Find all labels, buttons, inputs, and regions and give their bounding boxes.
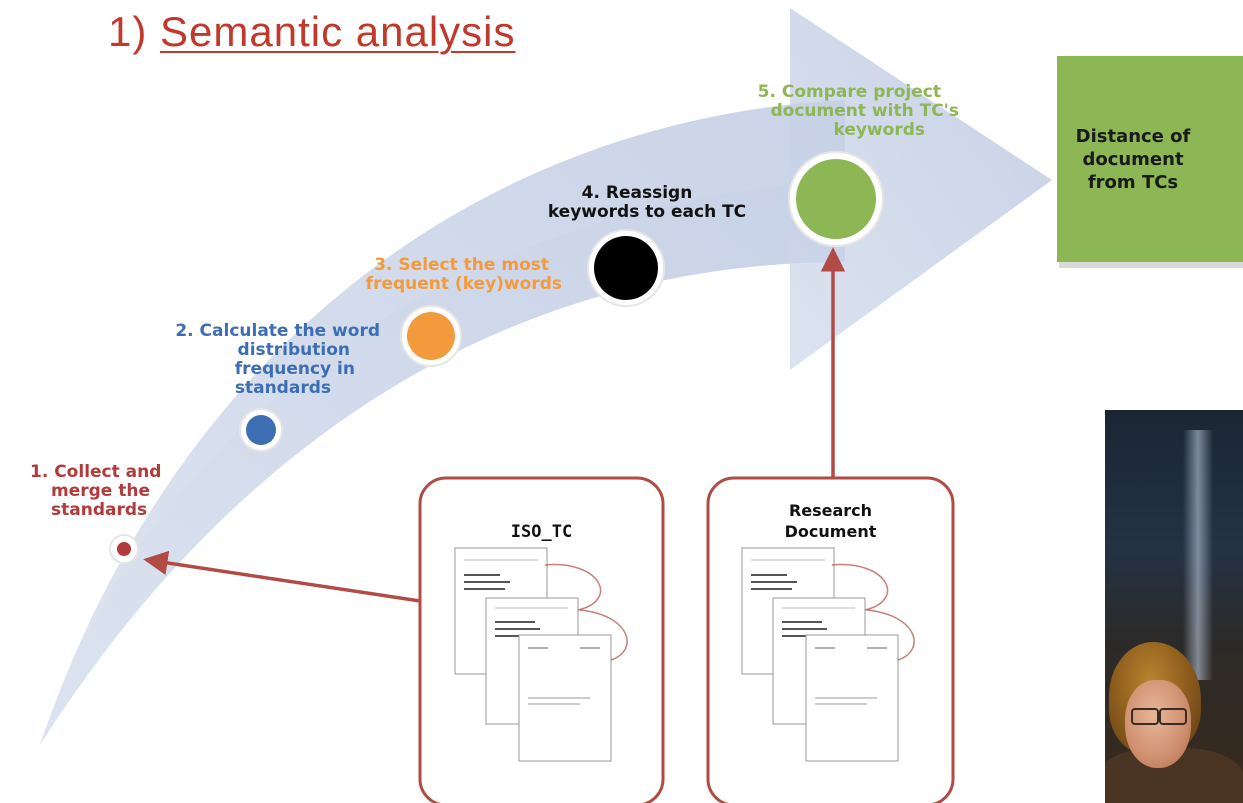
- step-4-line-1: 4. Reassign: [581, 183, 693, 203]
- step-circle-4: [587, 229, 665, 307]
- step-1-line-1: 1. Collect and: [30, 462, 162, 482]
- iso-tc-label: ISO_TC: [420, 522, 663, 543]
- step-3-line-2: frequent (key)words: [365, 274, 562, 294]
- step-4-line-2: keywords to each TC: [547, 202, 747, 222]
- step-circle-5: [788, 151, 884, 247]
- research-label-line-2: Document: [784, 522, 877, 541]
- step-2-line-4: standards: [234, 378, 331, 398]
- step-1-line-3: standards: [51, 500, 148, 520]
- research-document-label: Research Document: [708, 500, 953, 542]
- step-4-label: 4. Reassign keywords to each TC: [527, 184, 767, 222]
- result-line-2: document: [1082, 149, 1184, 170]
- research-label-line-1: Research: [788, 501, 873, 520]
- step-5-line-2: document with TC's: [770, 101, 960, 121]
- background-light: [1183, 430, 1213, 680]
- step-1-line-2: merge the: [51, 481, 151, 501]
- step-5-label: 5. Compare project document with TC's ke…: [754, 83, 959, 140]
- step-1-label: 1. Collect and merge the standards: [30, 463, 161, 520]
- document-stack-icon-research: [741, 547, 915, 762]
- photo-presenter: [1105, 410, 1243, 803]
- slide-title: 1) Semantic analysis: [108, 8, 516, 56]
- step-3-label: 3. Select the most frequent (key)words: [318, 256, 562, 294]
- result-line-3: from TCs: [1087, 172, 1179, 193]
- result-line-1: Distance of: [1075, 126, 1191, 147]
- step-circle-2: [239, 408, 283, 452]
- step-3-line-1: 3. Select the most: [374, 255, 549, 275]
- step-circle-3: [400, 305, 462, 367]
- step-2-line-3: frequency in: [234, 359, 355, 379]
- result-box: [1057, 56, 1243, 262]
- step-5-line-1: 5. Compare project: [757, 82, 941, 102]
- step-5-line-3: keywords: [833, 120, 925, 140]
- iso-tc-label-text: ISO_TC: [510, 522, 573, 542]
- title-number: 1): [108, 8, 148, 55]
- step-2-line-1: 2. Calculate the word: [175, 321, 380, 341]
- process-arrow-head: [790, 8, 1052, 370]
- result-box-text: Distance of document from TCs: [1063, 125, 1203, 194]
- document-stack-icon: [454, 547, 628, 762]
- step-2-label: 2. Calculate the word distribution frequ…: [120, 322, 380, 398]
- title-text: Semantic analysis: [160, 8, 516, 55]
- connector-iso-to-step1: [143, 550, 421, 603]
- step-2-line-2: distribution: [237, 340, 350, 360]
- step-circle-1: [109, 534, 139, 564]
- photo-glasses: [1127, 708, 1189, 725]
